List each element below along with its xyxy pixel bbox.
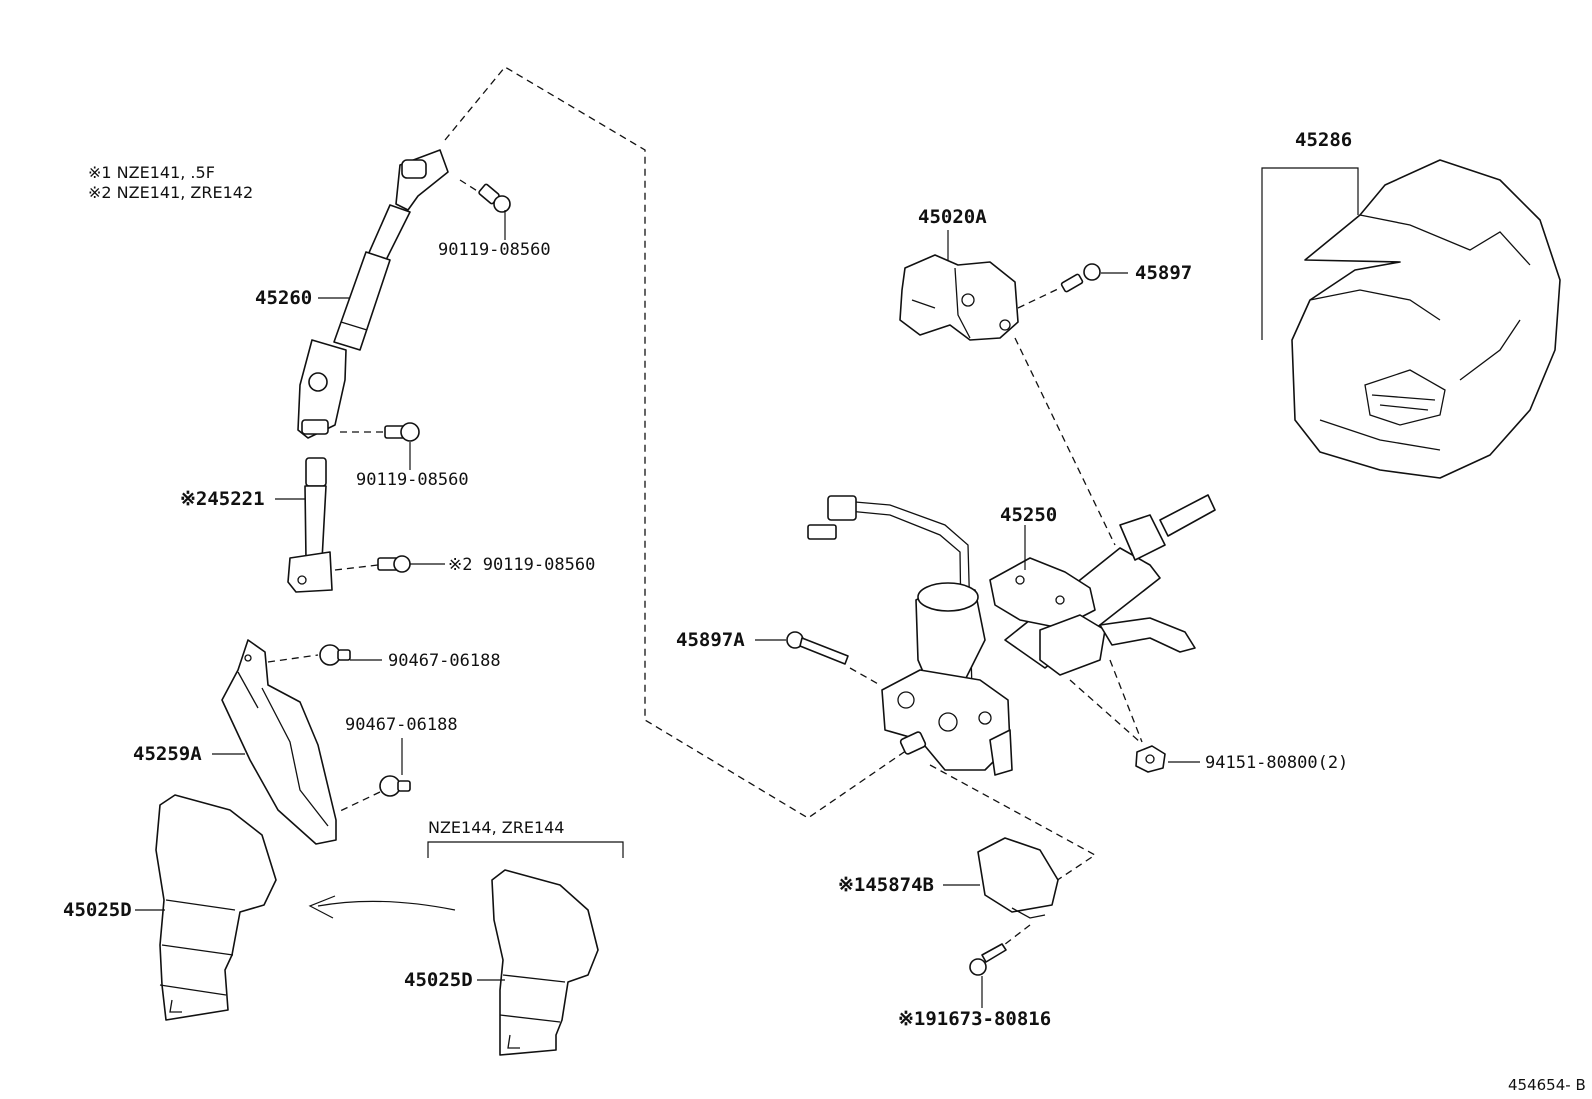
figure-id: 454654- B [1508,1076,1586,1094]
intermediate-shaft-45260[interactable] [297,149,449,439]
boot-45025d-right[interactable] [491,869,599,1056]
label-90119-top: 90119-08560 [438,240,551,260]
screw-91673[interactable] [969,943,1007,976]
label-45260: 45260 [255,287,312,309]
note-2: ※2 NZE141, ZRE142 [88,183,253,202]
label-45259a: 45259A [133,743,202,765]
nut-94151[interactable] [1135,745,1166,773]
label-90467-lower: 90467-06188 [345,715,458,735]
label-45286: 45286 [1295,129,1352,151]
label-45020a: 45020A [918,206,987,228]
label-90467-upper: 90467-06188 [388,651,501,671]
variant-label: NZE144, ZRE144 [428,818,564,837]
steering-column-45250[interactable] [807,494,1216,776]
note-1: ※1 NZE141, .5F [88,163,215,182]
label-45250: 45250 [1000,504,1057,526]
variant-arrow [317,900,456,911]
bolt-45897[interactable] [1060,263,1101,293]
label-45025d-left: 45025D [63,899,132,921]
label-45897: 45897 [1135,262,1192,284]
clip-90467-lower[interactable] [379,775,411,797]
steering-shaft-45221[interactable] [287,457,333,593]
bolt-45897a[interactable] [786,631,849,665]
label-91673: ※191673-80816 [898,1008,1051,1030]
group-outline-dashed [444,66,911,819]
cover-45874b[interactable] [977,837,1059,919]
bolt-90119-top[interactable] [478,183,511,213]
boot-45025d-left[interactable] [155,794,277,1021]
ignition-switch-45020a[interactable] [899,254,1019,341]
label-45874b: ※145874B [838,874,934,896]
bolt-90119-lower[interactable] [377,555,411,573]
label-45897a: 45897A [676,629,745,651]
clip-90467-upper[interactable] [319,644,351,666]
label-90119-mid: 90119-08560 [356,470,469,490]
cover-outline-dashed [929,764,1097,896]
label-45221: ※245221 [180,488,265,510]
label-45025d-right: 45025D [404,969,473,991]
label-94151: 94151-80800(2) [1205,753,1348,773]
column-cover-45286[interactable] [1291,159,1561,479]
label-90119-lower: ※2 90119-08560 [448,555,595,575]
variant-bracket [427,841,624,858]
bolt-90119-mid[interactable] [384,422,420,442]
insulator-45259a[interactable] [221,639,337,845]
